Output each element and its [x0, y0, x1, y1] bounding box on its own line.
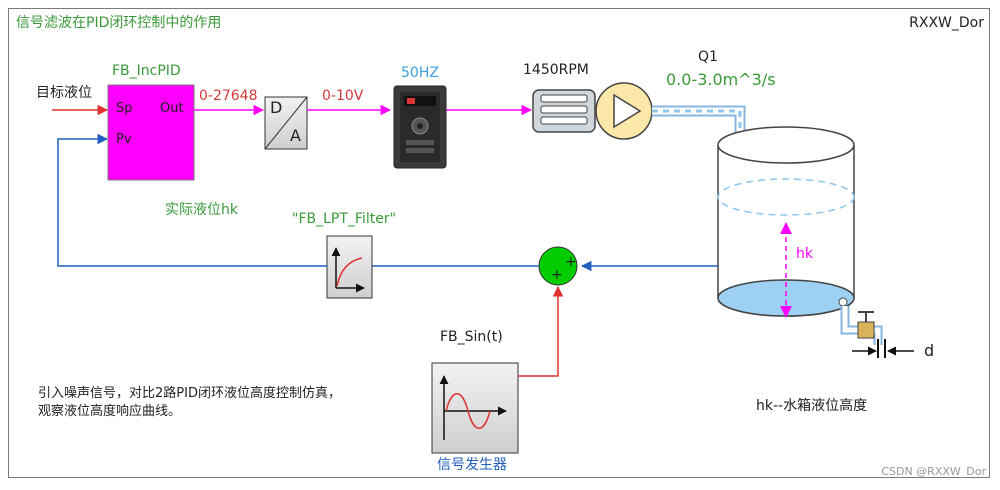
- pid-name: FB_IncPID: [112, 63, 181, 79]
- author-label: RXXW_Dor: [909, 15, 984, 31]
- inverter-icon: [393, 85, 447, 169]
- tank-caption: hk--水箱液位高度: [756, 398, 868, 414]
- setpoint-label: 目标液位: [36, 85, 92, 101]
- pid-pv-port: Pv: [116, 132, 132, 147]
- sum-plus-bottom: +: [551, 267, 563, 283]
- range-label: 0-27648: [199, 88, 258, 104]
- da-d-letter: D: [270, 98, 283, 117]
- freq-label: 50HZ: [401, 65, 439, 81]
- diagram-frame: [8, 8, 990, 478]
- watermark: CSDN @RXXW_Dor: [881, 465, 986, 478]
- flow-name: Q1: [698, 49, 718, 65]
- rpm-label: 1450RPM: [523, 62, 589, 78]
- sin-generator-block: [431, 362, 519, 454]
- motor-icon: [532, 89, 596, 133]
- pump-icon: [595, 82, 653, 140]
- filter-name: "FB_LPT_Filter": [292, 211, 397, 227]
- pid-sp-port: Sp: [116, 101, 133, 116]
- water-tank: [717, 126, 855, 317]
- sine-wave-icon: [439, 375, 507, 440]
- hk-label: hk: [796, 246, 813, 262]
- pid-out-port: Out: [160, 101, 184, 116]
- lowpass-curve-icon: [331, 247, 365, 293]
- description-line-1: 引入噪声信号，对比2路PID闭环液位高度控制仿真，: [38, 386, 341, 401]
- da-a-letter: A: [290, 126, 301, 145]
- sin-caption: 信号发生器: [437, 457, 507, 473]
- pid-block: [107, 84, 195, 181]
- actual-level-label: 实际液位hk: [165, 202, 238, 218]
- outlet-valve-icon: [840, 306, 886, 358]
- noise-line: [518, 285, 564, 377]
- disturbance-label: d: [924, 341, 935, 360]
- pv-feedback-line: [57, 133, 327, 267]
- sin-name: FB_Sin(t): [440, 329, 503, 345]
- diagram-title: 信号滤波在PID闭环控制中的作用: [16, 15, 222, 31]
- sum-plus-top: +: [565, 254, 577, 270]
- flow-range: 0.0-3.0m^3/s: [666, 70, 776, 89]
- voltage-label: 0-10V: [322, 88, 364, 104]
- description-line-2: 观察液位高度响应曲线。: [38, 404, 182, 419]
